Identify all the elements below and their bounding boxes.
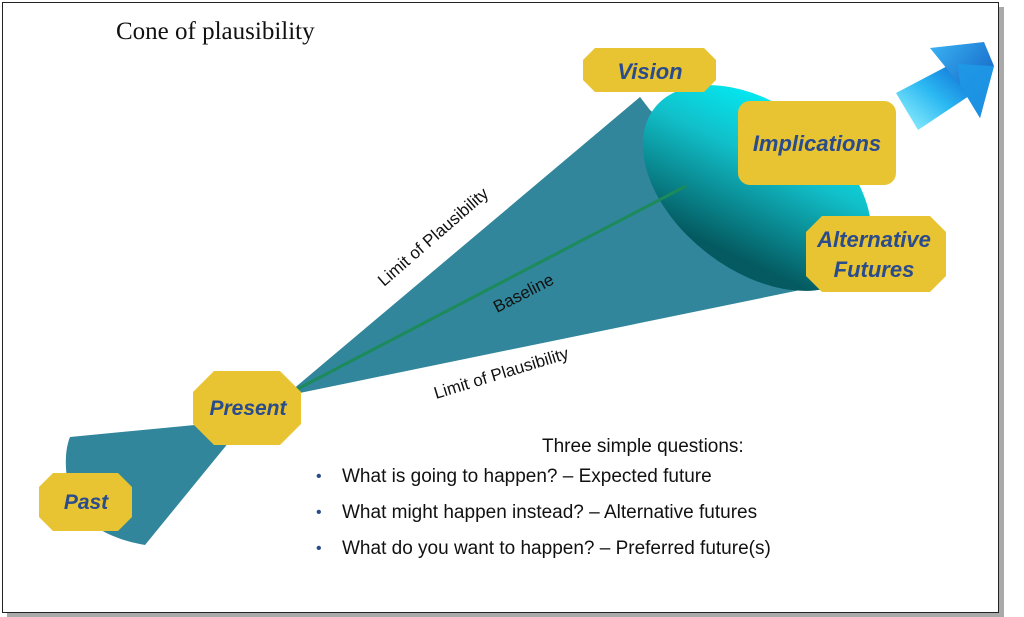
vision-node: Vision [583, 48, 716, 92]
past-label: Past [64, 491, 109, 514]
bullet-icon: • [316, 468, 322, 485]
bullet-icon: • [316, 540, 322, 557]
question-text: What do you want to happen? – Preferred … [342, 538, 771, 559]
question-item: • What is going to happen? – Expected fu… [312, 466, 912, 502]
question-item: • What might happen instead? – Alternati… [312, 502, 912, 538]
questions-block: Three simple questions: • What is going … [312, 436, 912, 574]
bullet-icon: • [316, 504, 322, 521]
alternative-futures-label-line1: Alternative [816, 227, 931, 252]
diagram-title: Cone of plausibility [116, 18, 315, 45]
alternative-futures-node: Alternative Futures [806, 216, 946, 292]
question-text: What is going to happen? – Expected futu… [342, 466, 712, 487]
implications-node: Implications [738, 101, 896, 185]
present-label: Present [209, 397, 287, 420]
alternative-futures-label-line2: Futures [834, 257, 915, 282]
question-text: What might happen instead? – Alternative… [342, 502, 758, 523]
past-node: Past [39, 473, 132, 531]
baseline-line [287, 184, 687, 396]
arrow-icon [896, 42, 994, 130]
questions-heading: Three simple questions: [542, 436, 744, 457]
present-node: Present [193, 371, 301, 445]
implications-label: Implications [753, 131, 881, 156]
vision-label: Vision [617, 59, 682, 84]
question-item: • What do you want to happen? – Preferre… [312, 538, 912, 574]
